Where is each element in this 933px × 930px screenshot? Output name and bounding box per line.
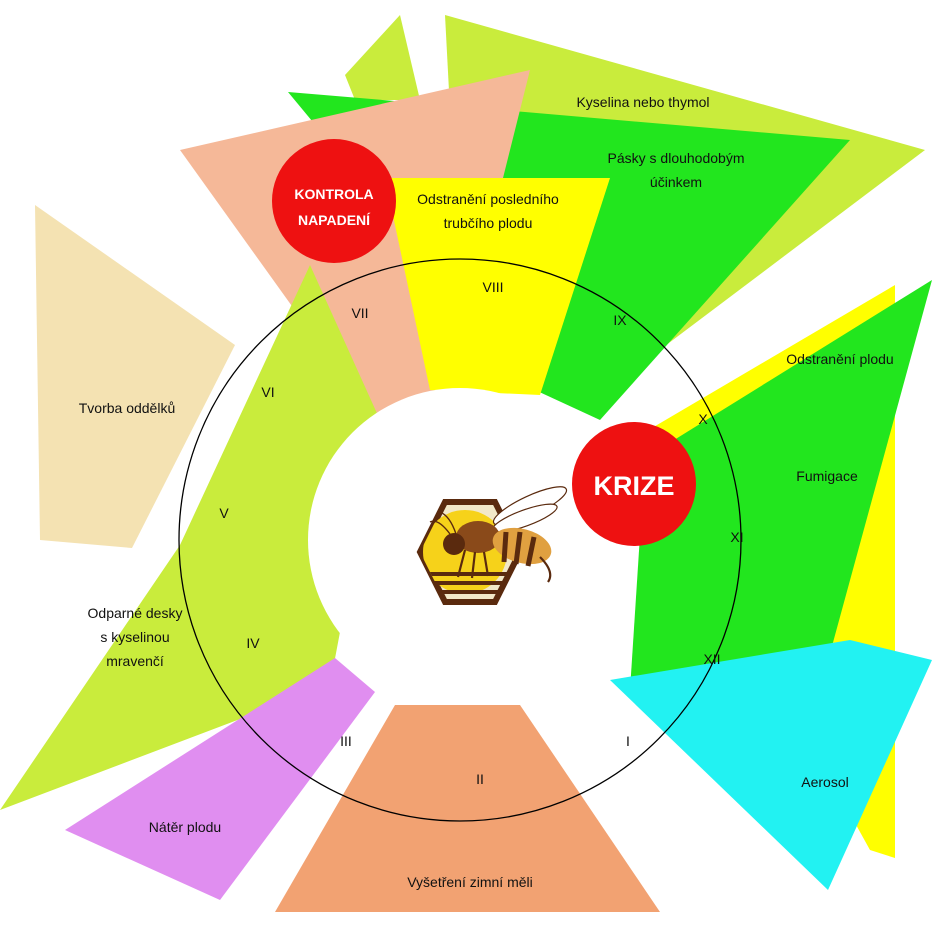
wedge-nater-violet — [65, 658, 375, 900]
month-label-9: IX — [613, 312, 627, 328]
label-odparne-line-1: Odparné desky — [88, 605, 183, 621]
month-label-8: VIII — [482, 279, 503, 295]
month-label-12: XII — [703, 651, 720, 667]
bee-hexagon-logo-icon — [416, 486, 568, 605]
label-odstraneni-trubciho-line-1: Odstranění posledního — [417, 191, 559, 207]
month-label-6: VI — [261, 384, 274, 400]
label-odstraneni-trubciho-line-2: trubčího plodu — [444, 215, 533, 231]
month-label-2: II — [476, 771, 484, 787]
krize-badge-disc — [572, 422, 696, 546]
label-kyselina-nebo-thymol: Kyselina nebo thymol — [576, 94, 709, 110]
wedge-kyselina-back-lime — [345, 15, 420, 100]
label-vysetreni-zimni-meli: Vyšetření zimní měli — [407, 874, 533, 890]
label-nater-plodu: Nátěr plodu — [149, 819, 221, 835]
kontrola-napadeni-badge: KONTROLA NAPADENÍ — [272, 139, 396, 263]
kontrola-badge-line-1: KONTROLA — [294, 186, 373, 202]
month-label-5: V — [219, 505, 229, 521]
kontrola-badge-disc — [272, 139, 396, 263]
kontrola-badge-line-2: NAPADENÍ — [298, 212, 371, 228]
month-label-3: III — [340, 733, 352, 749]
label-pasky-line-2: účinkem — [650, 174, 702, 190]
label-odparne-line-3: mravenčí — [106, 653, 164, 669]
month-label-4: IV — [246, 635, 260, 651]
wedge-tvorba-beige — [35, 205, 235, 548]
label-odparne-line-2: s kyselinou — [100, 629, 169, 645]
month-label-1: I — [626, 733, 630, 749]
krize-badge: KRIZE — [572, 422, 696, 546]
month-ring — [178, 258, 742, 822]
wedge-odstraneni-trubci-yellow — [385, 178, 610, 395]
krize-badge-label: KRIZE — [594, 471, 675, 501]
label-aerosol: Aerosol — [801, 774, 848, 790]
label-odstraneni-plodu: Odstranění plodu — [786, 351, 893, 367]
wedge-aerosol-cyan — [610, 640, 932, 890]
wedge-odparne-lime — [0, 265, 380, 810]
wedge-vysetreni-orange — [275, 705, 660, 912]
month-label-10: X — [698, 411, 708, 427]
label-tvorba-oddelku: Tvorba oddělků — [79, 400, 176, 416]
wedge-fumigace-green — [630, 280, 932, 745]
month-label-11: XI — [730, 529, 743, 545]
label-pasky-line-1: Pásky s dlouhodobým — [608, 150, 745, 166]
label-fumigace: Fumigace — [796, 468, 858, 484]
month-label-7: VII — [351, 305, 368, 321]
